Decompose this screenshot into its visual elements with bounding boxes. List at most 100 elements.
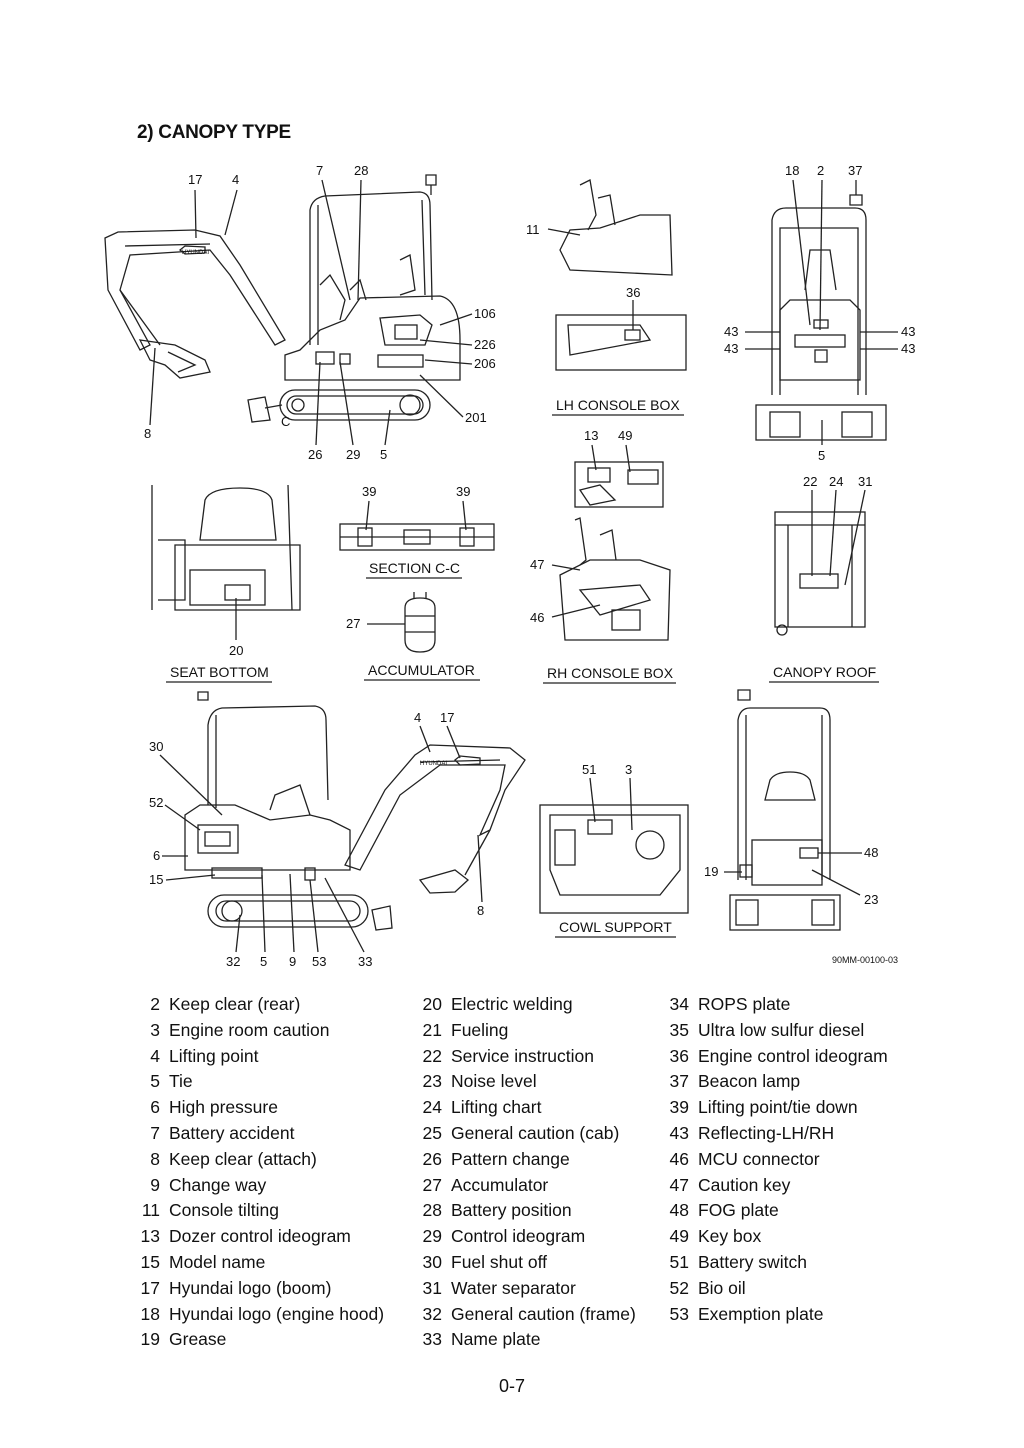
canopy-roof-view: 22 24 31 CANOPY ROOF bbox=[769, 474, 879, 683]
legend-item-number: 8 bbox=[150, 1148, 160, 1169]
legend-item-number: 36 bbox=[669, 1045, 689, 1066]
callout-32: 32 bbox=[226, 954, 240, 969]
callout-5: 5 bbox=[380, 447, 387, 462]
callout-36: 36 bbox=[626, 285, 640, 300]
legend-item-number: 7 bbox=[150, 1122, 160, 1143]
side-view-upper: 17 4 7 28 106 226 206 201 8 C 26 29 5 HY… bbox=[104, 163, 496, 462]
callout-5-lower: 5 bbox=[260, 954, 267, 969]
legend-item-number: 37 bbox=[669, 1071, 689, 1092]
legend-item-number: 29 bbox=[422, 1226, 442, 1247]
legend-item-number: 15 bbox=[140, 1251, 160, 1272]
legend-item: 29 Control ideogram bbox=[408, 1224, 636, 1250]
callout-29: 29 bbox=[346, 447, 360, 462]
cowl-support-view: 51 3 COWL SUPPORT bbox=[539, 762, 689, 938]
legend-item: 21 Fueling bbox=[408, 1018, 636, 1044]
legend-item-number: 6 bbox=[150, 1097, 160, 1118]
callout-5-rear: 5 bbox=[818, 448, 825, 463]
legend-item-number: 21 bbox=[422, 1019, 442, 1040]
legend-item-label: General caution (frame) bbox=[451, 1303, 636, 1324]
legend-item-number: 17 bbox=[140, 1277, 160, 1298]
callout-15: 15 bbox=[149, 872, 163, 887]
callout-4: 4 bbox=[232, 172, 239, 187]
legend-item-number: 2 bbox=[150, 994, 160, 1014]
legend-item-label: Caution key bbox=[698, 1174, 791, 1195]
legend-item-number: 25 bbox=[422, 1122, 442, 1143]
legend-item-number: 46 bbox=[669, 1148, 689, 1169]
callout-226: 226 bbox=[474, 337, 496, 352]
callout-39-right: 39 bbox=[456, 484, 470, 499]
legend-item-number: 49 bbox=[669, 1226, 689, 1247]
legend-item-number: 5 bbox=[150, 1071, 160, 1092]
drawing-reference: 90MM-00100-03 bbox=[832, 955, 899, 965]
callout-53: 53 bbox=[312, 954, 326, 969]
callout-2: 2 bbox=[817, 163, 824, 178]
rh-console-view: 47 46 RH CONSOLE BOX bbox=[530, 517, 676, 684]
callout-30: 30 bbox=[149, 739, 163, 754]
legend-item-label: Hyundai logo (boom) bbox=[169, 1277, 332, 1298]
legend-item-label: Control ideogram bbox=[451, 1226, 586, 1247]
legend-item-number: 52 bbox=[669, 1277, 689, 1298]
section-cc-view: 39 39 SECTION C-C bbox=[339, 484, 495, 579]
legend-item-label: MCU connector bbox=[698, 1148, 820, 1169]
callout-43-rh-upper: 43 bbox=[901, 324, 915, 339]
legend-item-label: Water separator bbox=[451, 1277, 576, 1298]
callout-43-lh-upper: 43 bbox=[724, 324, 738, 339]
callout-22: 22 bbox=[803, 474, 817, 489]
caption-rh-console-box: RH CONSOLE BOX bbox=[547, 665, 674, 681]
legend-item-label: FOG plate bbox=[698, 1200, 779, 1221]
callout-17-lower: 17 bbox=[440, 710, 454, 725]
key-panel-view: 13 49 bbox=[574, 428, 664, 508]
legend-item-label: Lifting point bbox=[169, 1045, 259, 1066]
decal-location-diagram: 17 4 7 28 106 226 206 201 8 C 26 29 5 HY… bbox=[104, 163, 915, 969]
legend-item-number: 9 bbox=[150, 1174, 160, 1195]
callout-19: 19 bbox=[704, 864, 718, 879]
legend-item-number: 51 bbox=[669, 1251, 689, 1272]
legend-item-number: 53 bbox=[669, 1303, 689, 1324]
callout-4-lower: 4 bbox=[414, 710, 421, 725]
page-title: 2) CANOPY TYPE bbox=[137, 122, 291, 143]
rear-view: 18 2 37 43 43 43 43 5 bbox=[724, 163, 915, 463]
caption-canopy-roof: CANOPY ROOF bbox=[773, 664, 876, 680]
legend-item-label: Reflecting-LH/RH bbox=[698, 1122, 835, 1143]
callout-52: 52 bbox=[149, 795, 163, 810]
legend-item-label: Pattern change bbox=[451, 1148, 570, 1169]
legend-item-number: 26 bbox=[422, 1148, 442, 1169]
callout-3: 3 bbox=[625, 762, 632, 777]
callout-46: 46 bbox=[530, 610, 544, 625]
legend-item-label: Accumulator bbox=[451, 1174, 549, 1195]
callout-48: 48 bbox=[864, 845, 878, 860]
callout-28: 28 bbox=[354, 163, 368, 178]
callout-49: 49 bbox=[618, 428, 632, 443]
callout-33: 33 bbox=[358, 954, 372, 969]
legend-item: 17 Hyundai logo (boom) bbox=[126, 1276, 384, 1302]
legend-item-label: Service instruction bbox=[451, 1045, 594, 1066]
legend-item-label: Key box bbox=[698, 1226, 762, 1247]
legend-item-label: Console tilting bbox=[169, 1200, 279, 1221]
caption-seat-bottom: SEAT BOTTOM bbox=[170, 664, 269, 680]
callout-17: 17 bbox=[188, 172, 202, 187]
callout-206: 206 bbox=[474, 356, 496, 371]
legend-item-label: Fueling bbox=[451, 1019, 509, 1040]
legend-item-number: 18 bbox=[140, 1303, 160, 1324]
legend-item-number: 23 bbox=[422, 1071, 442, 1092]
